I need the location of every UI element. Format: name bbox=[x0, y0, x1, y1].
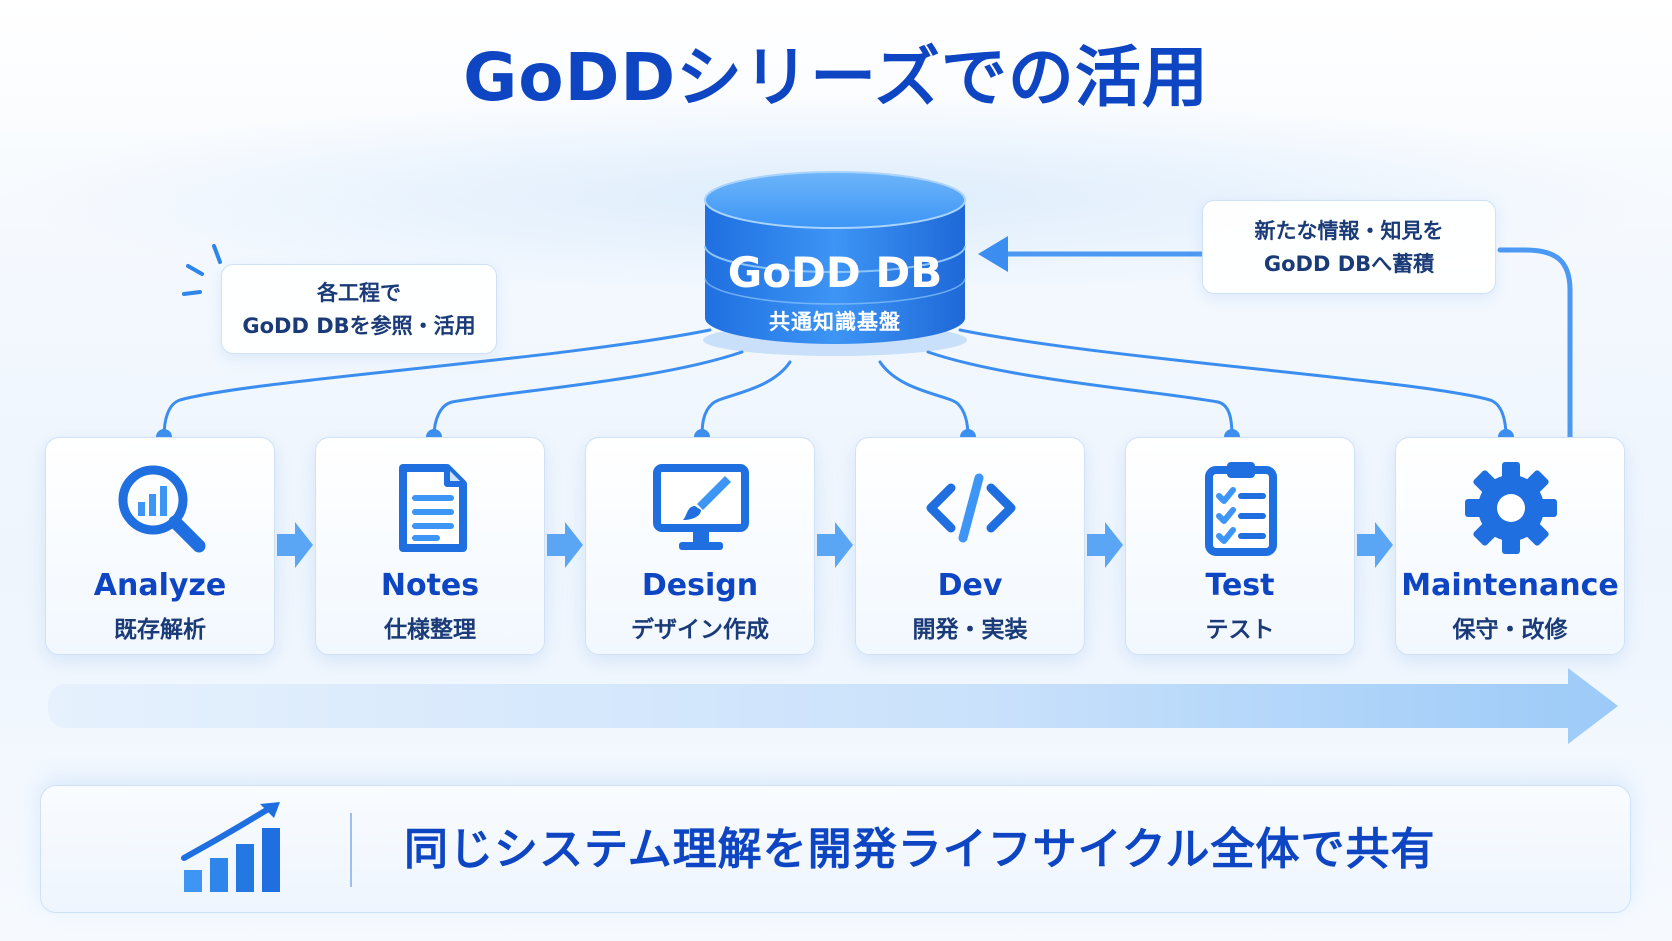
document-icon bbox=[399, 464, 467, 552]
stage-card-test: Test テスト bbox=[1125, 437, 1355, 655]
stage-card-design: Design デザイン作成 bbox=[585, 437, 815, 655]
sparkle-icon bbox=[182, 244, 222, 296]
stage-label-jp: 既存解析 bbox=[114, 617, 206, 643]
database-subtitle: 共通知識基盤 bbox=[769, 310, 901, 334]
database-name: GoDD DB bbox=[727, 248, 943, 297]
stage-card-notes: Notes 仕様整理 bbox=[315, 437, 545, 655]
page-title: GoDDシリーズでの活用 bbox=[463, 39, 1209, 116]
stage-label-en: Test bbox=[1205, 568, 1275, 603]
checklist-icon bbox=[1205, 462, 1277, 556]
callout-accumulate: 新たな情報・知見を GoDD DBへ蓄積 bbox=[1202, 200, 1496, 294]
stage-label-jp: 仕様整理 bbox=[384, 617, 476, 643]
code-icon bbox=[926, 473, 1016, 543]
stage-label-en: Maintenance bbox=[1401, 568, 1619, 603]
step-arrow-5 bbox=[1357, 522, 1393, 568]
step-arrow-1 bbox=[277, 522, 313, 568]
callout-reference: 各工程で GoDD DBを参照・活用 bbox=[221, 264, 497, 354]
monitor-brush-icon bbox=[653, 464, 749, 550]
step-arrow-2 bbox=[547, 522, 583, 568]
stage-label-jp: 保守・改修 bbox=[1452, 617, 1568, 643]
database-cylinder bbox=[703, 171, 967, 356]
summary-banner bbox=[40, 785, 1631, 913]
stage-card-dev: Dev 開発・実装 bbox=[855, 437, 1085, 655]
stage-label-jp: テスト bbox=[1205, 617, 1275, 643]
growth-chart-icon bbox=[181, 802, 280, 892]
stage-card-maintenance: Maintenance 保守・改修 bbox=[1395, 437, 1625, 655]
callout-accumulate-line-1: 新たな情報・知見を bbox=[1254, 219, 1444, 243]
connector-test bbox=[926, 350, 1234, 439]
stage-label-en: Dev bbox=[937, 568, 1003, 603]
magnifier-chart-icon bbox=[118, 465, 206, 553]
stage-label-jp: デザイン作成 bbox=[631, 617, 769, 643]
stage-label-en: Notes bbox=[380, 568, 480, 603]
connector-notes bbox=[432, 350, 744, 439]
feedback-loop-line bbox=[1497, 247, 1573, 440]
connector-analyze bbox=[162, 328, 712, 439]
step-arrow-4 bbox=[1087, 522, 1123, 568]
stage-label-en: Design bbox=[641, 568, 759, 603]
stage-card-analyze: Analyze 既存解析 bbox=[45, 437, 275, 655]
callout-accumulate-line-2: GoDD DBへ蓄積 bbox=[1263, 252, 1435, 276]
connector-dev bbox=[878, 360, 970, 439]
banner-divider bbox=[350, 813, 352, 887]
stage-label-en: Analyze bbox=[93, 568, 227, 603]
connector-maintenance bbox=[958, 328, 1508, 439]
callout-reference-line-1: 各工程で bbox=[317, 281, 401, 305]
lifecycle-arrow bbox=[48, 668, 1618, 744]
feedback-arrowhead bbox=[978, 236, 1008, 272]
callout-reference-line-2: GoDD DBを参照・活用 bbox=[242, 314, 476, 338]
stage-label-jp: 開発・実装 bbox=[912, 617, 1028, 643]
step-arrow-3 bbox=[817, 522, 853, 568]
gear-icon bbox=[1465, 462, 1557, 554]
banner-text: 同じシステム理解を開発ライフサイクル全体で共有 bbox=[404, 824, 1436, 875]
connector-design bbox=[700, 360, 792, 439]
